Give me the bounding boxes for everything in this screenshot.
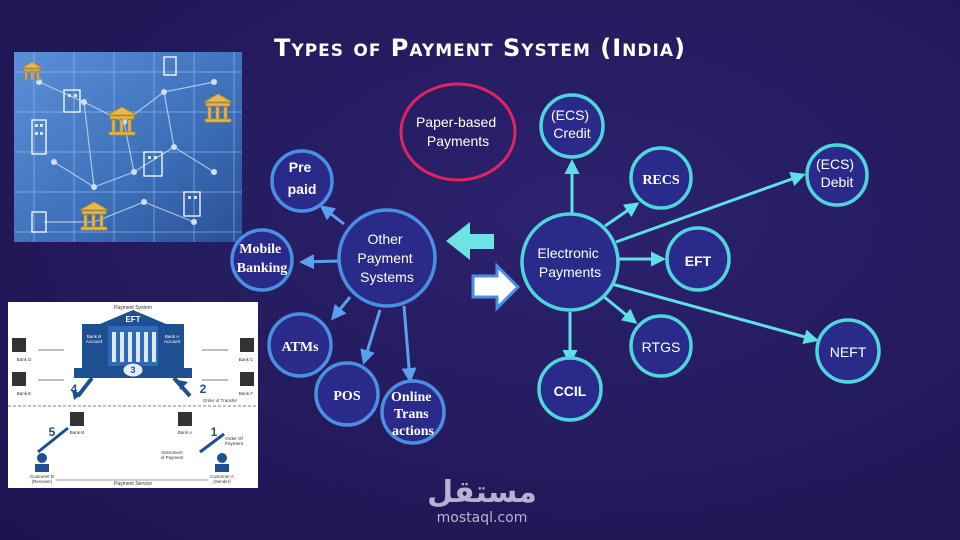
other-line-1: Other bbox=[368, 231, 403, 247]
node-other-payment-systems: Other Payment Systems bbox=[337, 208, 437, 308]
bank-a-label: Bank A bbox=[178, 430, 192, 435]
svg-text:Pre paid: Pre paid bbox=[288, 159, 317, 197]
arrow-to-mobile-banking bbox=[299, 254, 340, 270]
eft-node-label: EFT bbox=[685, 253, 712, 269]
node-ecs-credit: (ECS) Credit bbox=[539, 93, 605, 159]
arrow-to-rtgs bbox=[602, 294, 638, 324]
electronic-line-2: Payments bbox=[539, 264, 601, 280]
node-neft: NEFT bbox=[815, 318, 881, 384]
node-eft: EFT bbox=[665, 226, 731, 292]
step-5: 5 bbox=[49, 425, 56, 439]
order-of-transfer-label: Order of Transfer bbox=[203, 398, 238, 403]
node-mobile-banking: Mobile Banking bbox=[230, 228, 294, 292]
network-banks-illustration bbox=[14, 52, 242, 242]
node-rtgs: RTGS bbox=[629, 314, 693, 378]
mobile-line-1: Mobile bbox=[239, 242, 281, 257]
bank-d-label: Bank D bbox=[17, 357, 33, 362]
network-banks-image bbox=[14, 52, 242, 242]
node-online-transactions: Online Trans actions bbox=[380, 379, 446, 445]
node-ccil: CCIL bbox=[537, 356, 603, 422]
mobile-line-2: Banking bbox=[237, 261, 288, 276]
arrow-to-prepaid bbox=[319, 205, 345, 226]
prepaid-line-1: Pre bbox=[289, 159, 312, 175]
node-prepaid: Pre paid bbox=[270, 149, 334, 213]
bank-b-label: Bank B bbox=[70, 430, 85, 435]
step-2: 2 bbox=[200, 382, 207, 396]
right-block-arrow bbox=[471, 262, 521, 312]
prepaid-line-2: paid bbox=[288, 181, 317, 197]
online-line-2: Trans bbox=[394, 407, 429, 422]
ecs-debit-line-1: (ECS) bbox=[816, 156, 854, 172]
left-block-arrow bbox=[446, 222, 494, 260]
mostaql-logo: مستقل bbox=[427, 475, 537, 510]
eft-header: Payment System bbox=[114, 305, 152, 311]
step-4: 4 bbox=[71, 382, 78, 396]
bank-c-label: Bank C bbox=[239, 357, 255, 362]
arrow-to-pos bbox=[360, 309, 382, 365]
node-ecs-debit: (ECS) Debit bbox=[805, 143, 869, 207]
bank-f-label: Bank F bbox=[239, 391, 254, 396]
svg-text:Electronic Payments: Electronic Payments bbox=[537, 245, 602, 280]
svg-text:Other Payment: Other Payment Systems bbox=[357, 231, 416, 285]
ecs-credit-line-2: Credit bbox=[553, 125, 590, 141]
ecs-debit-line-2: Debit bbox=[821, 174, 854, 190]
arrow-to-ecs-debit bbox=[615, 171, 806, 244]
arrow-to-online-transactions bbox=[401, 305, 417, 383]
svg-text:(ECS) Debit: (ECS) Debit bbox=[816, 156, 858, 190]
svg-text:Mobile Banking: Mobile Banking bbox=[237, 242, 288, 276]
ccil-label: CCIL bbox=[554, 383, 587, 399]
node-electronic-payments: Electronic Payments bbox=[520, 212, 620, 312]
step-3: 3 bbox=[130, 365, 135, 375]
atms-label: ATMs bbox=[281, 340, 319, 355]
pos-label: POS bbox=[333, 389, 360, 404]
neft-label: NEFT bbox=[830, 344, 867, 360]
arrow-to-atms bbox=[331, 296, 352, 321]
recs-label: RECS bbox=[642, 173, 680, 188]
mostaql-url: mostaql.com bbox=[436, 510, 528, 526]
electronic-line-1: Electronic bbox=[537, 245, 598, 261]
arrow-to-neft bbox=[611, 282, 819, 345]
svg-text:Online Trans a: Online Trans actions bbox=[391, 390, 435, 439]
node-recs: RECS bbox=[629, 146, 693, 210]
customer-a-label: Customer A(Sender) bbox=[210, 474, 234, 484]
paper-line-1: Paper-based bbox=[416, 114, 496, 130]
other-line-2: Payment bbox=[357, 250, 412, 266]
eft-label: EFT bbox=[125, 315, 140, 324]
payment-service-label: Payment Service bbox=[114, 481, 152, 487]
other-line-3: Systems bbox=[360, 269, 414, 285]
slide-title: Types of Payment System (India) bbox=[274, 34, 686, 62]
paper-line-2: Payments bbox=[427, 133, 489, 149]
svg-text:(ECS) Credit: (ECS) Credit bbox=[551, 107, 593, 141]
node-pos: POS bbox=[314, 361, 380, 427]
step-1: 1 bbox=[211, 425, 218, 439]
ecs-credit-line-1: (ECS) bbox=[551, 107, 589, 123]
node-paper-based-payments: Paper-based Payments bbox=[399, 82, 517, 182]
svg-text:Paper-based Payments: Paper-based Payments bbox=[416, 114, 500, 149]
arrow-to-recs bbox=[604, 202, 640, 228]
bank-e-label: Bank E bbox=[17, 391, 32, 396]
customer-b-label: Customer B(Receiver) bbox=[30, 474, 54, 484]
online-line-3: actions bbox=[392, 424, 435, 439]
online-line-1: Online bbox=[391, 390, 431, 405]
node-atms: ATMs bbox=[267, 312, 333, 378]
rtgs-label: RTGS bbox=[642, 339, 681, 355]
